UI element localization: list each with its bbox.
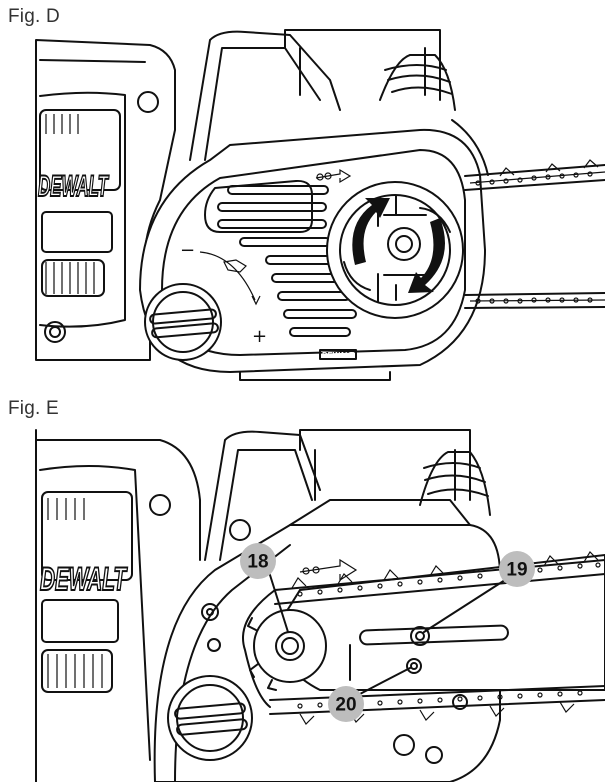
- brand-logo: DEWALT: [37, 169, 110, 204]
- svg-text:19: 19: [506, 560, 527, 581]
- svg-text:20: 20: [335, 695, 356, 716]
- saw-chain: [242, 551, 605, 725]
- rotation-arrows-icon: [343, 198, 451, 293]
- svg-text:18: 18: [247, 552, 268, 573]
- oil-cap-boot: [379, 54, 456, 111]
- motor-housing: [35, 429, 201, 782]
- drive-sprocket: [247, 609, 327, 691]
- tension-knob-icon: [167, 675, 253, 761]
- chain-direction-arrow-icon: [315, 168, 352, 184]
- figure-e-label: Fig. E: [8, 398, 59, 419]
- chain-links: [291, 551, 601, 725]
- callout-18: 18: [240, 543, 289, 633]
- cover-plate: [319, 349, 357, 360]
- plus-symbol: +: [252, 326, 267, 347]
- oil-cap-boot: [419, 451, 491, 516]
- tension-knob-icon: [144, 283, 222, 361]
- guide-bar-and-chain: [451, 119, 605, 309]
- top-handle: [189, 29, 441, 161]
- figure-d-illustration: DEWALT DEWALT: [35, 29, 605, 381]
- motor-housing: [35, 39, 176, 361]
- brand-logo: DEWALT: [39, 560, 129, 598]
- chain-links-bottom: [475, 297, 593, 304]
- svg-text:DEWALT: DEWALT: [38, 170, 109, 203]
- minus-symbol: −: [180, 240, 195, 261]
- chain-direction-arrow-icon: [299, 558, 358, 582]
- tension-direction-indicator: − +: [180, 240, 267, 347]
- chain-links-top: [475, 159, 599, 186]
- handle-grip-lines: [45, 114, 95, 294]
- callout-19: 19: [423, 551, 535, 633]
- svg-text:DEWALT: DEWALT: [40, 561, 128, 597]
- cover-vent-slots: [217, 185, 357, 337]
- callout-20: 20: [328, 667, 411, 722]
- figure-d-label: Fig. D: [8, 6, 60, 27]
- svg-text:DEWALT: DEWALT: [322, 352, 355, 359]
